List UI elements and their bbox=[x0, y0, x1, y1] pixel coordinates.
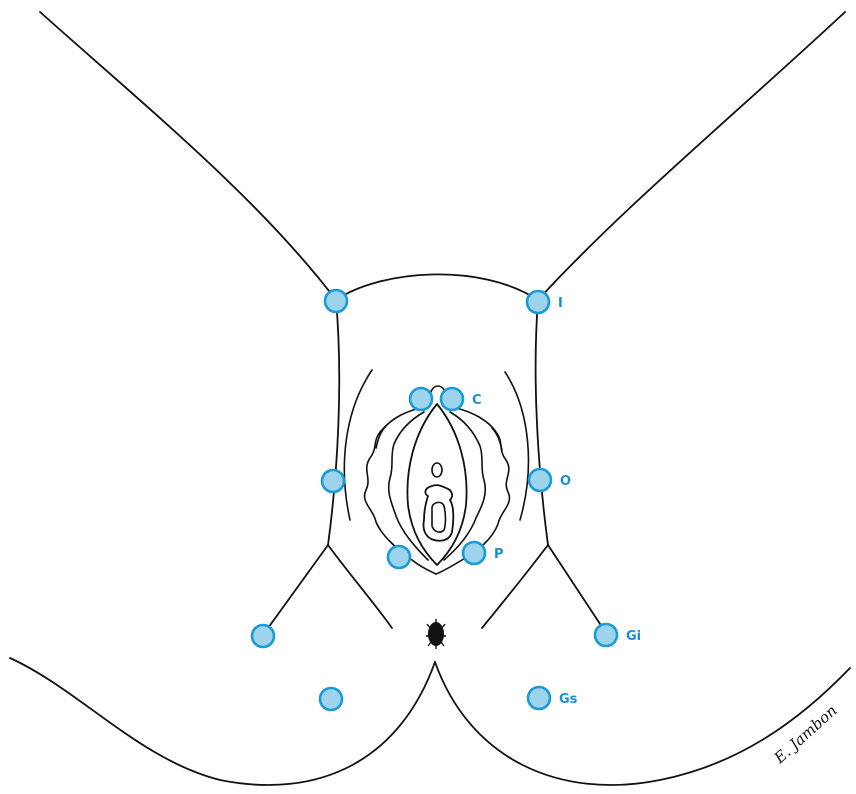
marker-point-c-right bbox=[441, 388, 463, 410]
marker-label-p-right: P bbox=[494, 547, 504, 562]
left-thigh-line bbox=[40, 12, 336, 300]
right-buttock-curve bbox=[435, 662, 850, 785]
right-groin-branch bbox=[548, 545, 606, 633]
left-groin-branch bbox=[263, 545, 328, 635]
left-inner-thigh bbox=[328, 300, 339, 545]
marker-label-i-right: I bbox=[558, 296, 563, 311]
vulva-drawing bbox=[365, 386, 510, 574]
marker-label-c-right: C bbox=[472, 393, 482, 408]
marker-point-p-right bbox=[463, 542, 485, 564]
marker-point-o-left bbox=[322, 470, 344, 492]
marker-point-p-left bbox=[388, 546, 410, 568]
artist-signature: E. Jambon bbox=[770, 701, 841, 767]
marker-point-gs-left bbox=[320, 688, 342, 710]
marker-point-c-left bbox=[410, 388, 432, 410]
mons-top-curve bbox=[336, 274, 538, 300]
anus bbox=[426, 619, 446, 649]
right-perineal-line bbox=[482, 545, 548, 628]
right-labia-arc bbox=[505, 372, 528, 520]
marker-point-gs-right bbox=[528, 687, 550, 709]
marker-label-o-right: O bbox=[560, 474, 571, 489]
marker-point-gi-left bbox=[252, 625, 274, 647]
right-thigh-line bbox=[538, 12, 845, 300]
urethral-opening bbox=[432, 463, 442, 477]
marker-label-gi-right: Gi bbox=[626, 629, 641, 644]
marker-point-i-right bbox=[527, 291, 549, 313]
right-crease-small bbox=[492, 428, 502, 450]
right-inner-labia bbox=[444, 412, 485, 560]
marker-point-gi-right bbox=[595, 624, 617, 646]
marker-label-gs-right: Gs bbox=[559, 692, 578, 707]
left-buttock-curve bbox=[10, 658, 435, 785]
left-perineal-line bbox=[328, 545, 392, 628]
left-labia-arc bbox=[344, 370, 372, 520]
vaginal-inner bbox=[432, 502, 446, 532]
marker-point-o-right bbox=[529, 469, 551, 491]
right-inner-thigh bbox=[536, 300, 548, 545]
marker-point-i-left bbox=[325, 290, 347, 312]
